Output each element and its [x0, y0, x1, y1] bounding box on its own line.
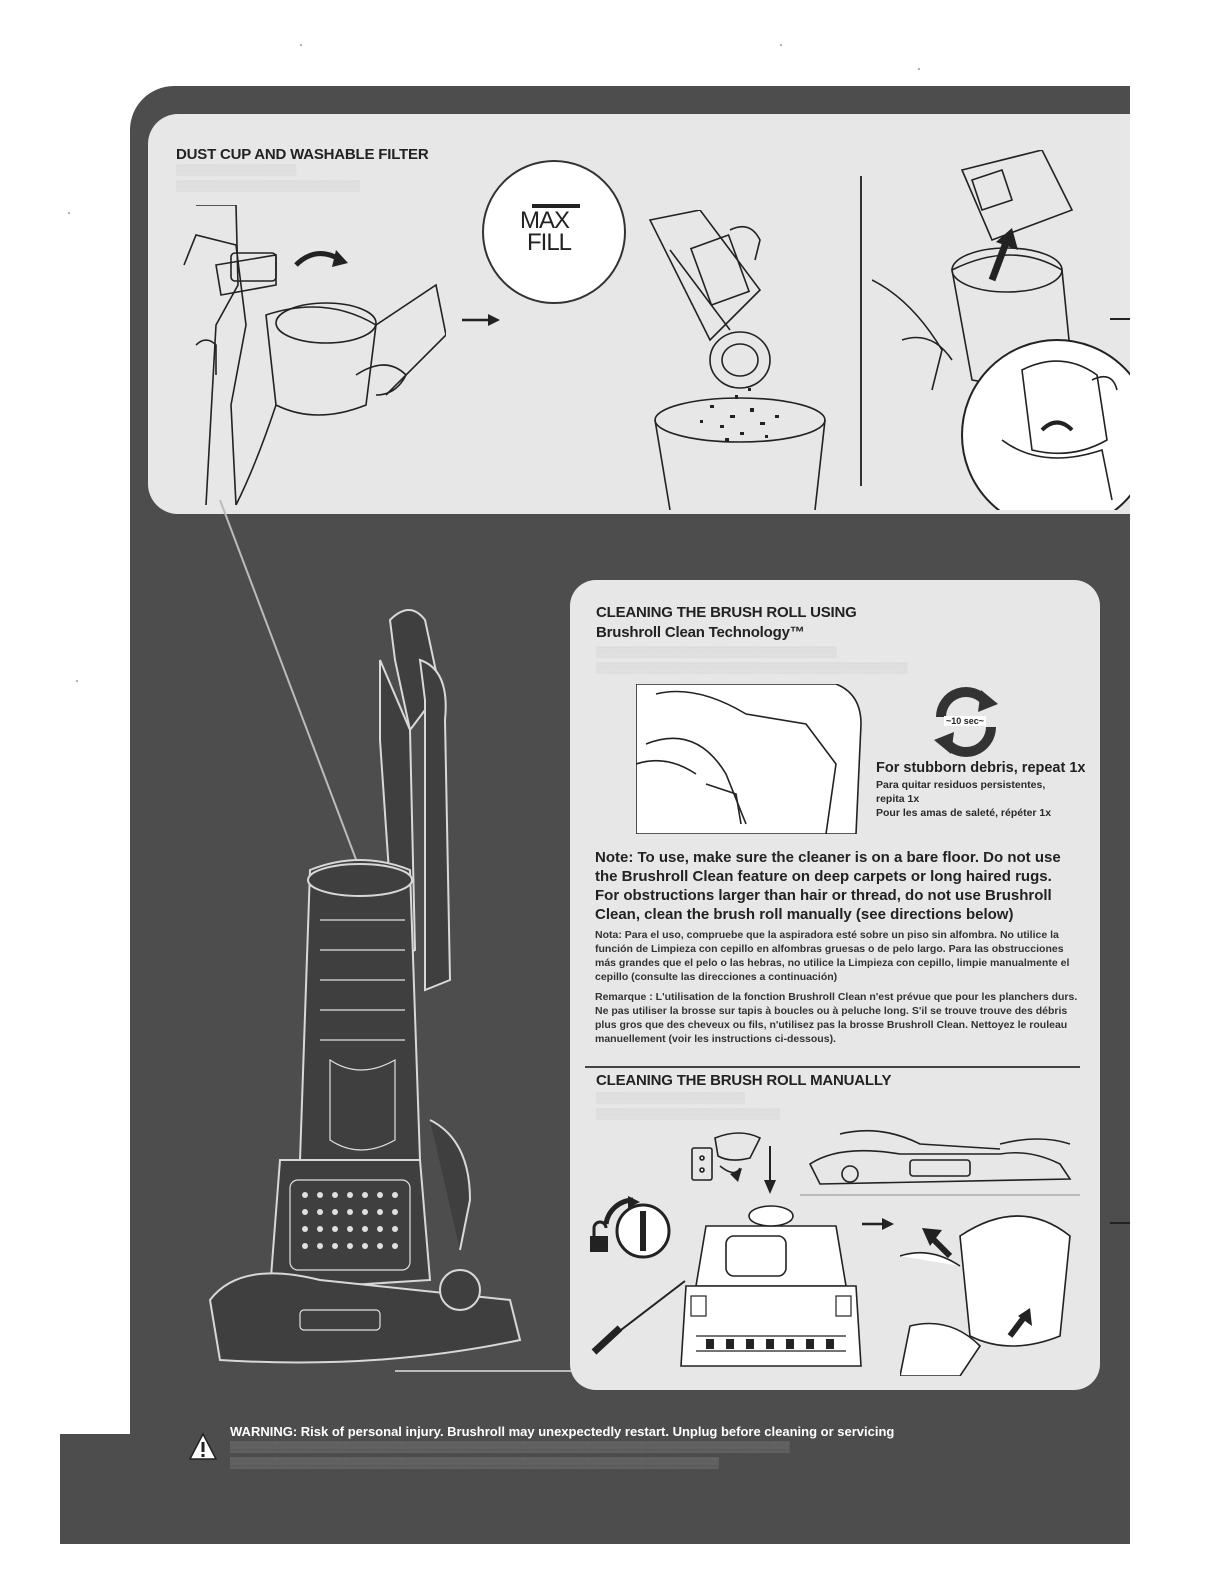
- manual-clean-title: CLEANING THE BRUSH ROLL MANUALLY: [596, 1072, 891, 1089]
- screwdriver-icon: [590, 1276, 690, 1356]
- scan-speck: [300, 44, 302, 46]
- scan-speck: [780, 44, 782, 46]
- timer-label: ~10 sec~: [944, 716, 986, 726]
- scan-speck: [68, 212, 70, 214]
- faint-subtitle-line: ▒▒▒▒▒▒▒▒▒▒▒▒▒▒▒▒▒▒▒▒▒▒▒▒▒▒▒▒▒▒▒▒▒▒: [596, 646, 837, 660]
- scan-speck: [76, 680, 78, 682]
- faint-subtitle-line: ▒▒▒▒▒▒▒▒▒▒▒▒▒▒▒▒▒▒▒▒▒▒▒▒▒▒▒▒▒▒▒▒▒▒▒▒▒▒▒▒…: [596, 662, 908, 676]
- stubborn-debris-text: For stubborn debris, repeat 1x: [876, 760, 1086, 776]
- empty-dust-cup-illustration: [640, 210, 850, 510]
- faint-subtitle-line: ▒▒▒▒▒▒▒▒▒▒▒▒▒▒▒▒▒▒▒▒▒: [596, 1092, 745, 1106]
- remove-brushroll-illustration: [900, 1196, 1090, 1376]
- unlock-screw-icon: [588, 1196, 678, 1266]
- filter-removal-illustration: [872, 150, 1130, 510]
- brush-head-underside-illustration: [676, 1196, 866, 1376]
- step-connector-line: [1110, 318, 1130, 320]
- down-arrow-icon: [762, 1146, 778, 1196]
- faint-subtitle-line: ▒▒▒▒▒▒▒▒▒▒▒▒▒▒▒▒▒: [176, 164, 296, 178]
- faint-subtitle-line: ▒▒▒▒▒▒▒▒▒▒▒▒▒▒▒▒▒▒▒▒▒▒▒▒▒▒: [596, 1108, 780, 1122]
- step-connector-line: [1110, 1222, 1130, 1224]
- warning-triangle-icon: [188, 1432, 218, 1462]
- brushroll-clean-title: CLEANING THE BRUSH ROLL USING: [596, 604, 857, 621]
- note-spanish: Nota: Para el uso, compruebe que la aspi…: [595, 928, 1080, 984]
- stubborn-debris-fr: Pour les amas de saleté, répéter 1x: [876, 806, 1051, 820]
- dust-cup-title: DUST CUP AND WASHABLE FILTER: [176, 146, 428, 163]
- dust-cup-removal-illustration: [176, 205, 446, 510]
- scan-speck: [918, 68, 920, 70]
- note-english: Note: To use, make sure the cleaner is o…: [595, 848, 1075, 924]
- step-arrow-icon: [462, 312, 502, 328]
- step-arrow-icon: [862, 1216, 896, 1232]
- unplug-illustration: [690, 1128, 770, 1188]
- section-divider: [585, 1066, 1080, 1068]
- vacuum-lay-flat-illustration: [800, 1124, 1080, 1194]
- note-french: Remarque : L'utilisation de la fonction …: [595, 990, 1080, 1046]
- faint-subtitle-line: ▒▒▒▒▒▒▒▒▒▒▒▒▒▒▒▒▒▒▒▒▒▒▒▒▒▒: [176, 180, 360, 194]
- stubborn-debris-es: Para quitar residuos persistentes,: [876, 778, 1045, 792]
- upright-vacuum-illustration: [180, 600, 580, 1390]
- brushroll-clean-subtitle: Brushroll Clean Technology™: [596, 624, 805, 641]
- faint-warning-line: ▒▒▒▒▒▒▒▒▒▒▒▒▒▒▒▒▒▒▒▒▒▒▒▒▒▒▒▒▒▒▒▒▒▒▒▒▒▒▒▒…: [230, 1442, 790, 1453]
- warning-text: WARNING: Risk of personal injury. Brushr…: [230, 1424, 894, 1439]
- step-divider: [860, 176, 862, 486]
- stubborn-debris-es: repita 1x: [876, 792, 919, 806]
- guide-line: [395, 1370, 575, 1372]
- max-fill-label: FILL: [527, 232, 571, 254]
- faint-warning-line: ▒▒▒▒▒▒▒▒▒▒▒▒▒▒▒▒▒▒▒▒▒▒▒▒▒▒▒▒▒▒▒▒▒▒▒▒▒▒▒▒…: [230, 1458, 719, 1469]
- brushroll-pedal-illustration: [636, 684, 866, 834]
